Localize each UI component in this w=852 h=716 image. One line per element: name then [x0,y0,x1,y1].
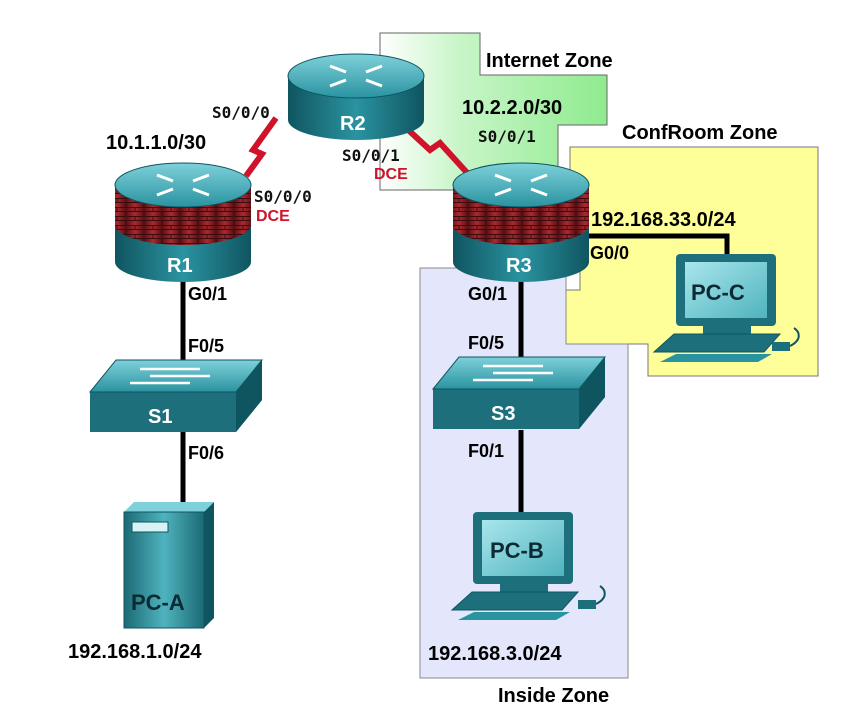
switch-s3[interactable]: S3 [431,356,607,429]
r2-s001-label: S0/0/1 [342,146,400,165]
network-lan-c-label: 192.168.33.0/24 [591,209,736,231]
serial-link-r2-r3 [401,123,473,179]
s3-f01-label: F0/1 [468,441,504,461]
s1-label: S1 [148,406,172,428]
s1-f06-label: F0/6 [188,443,224,463]
pcc-label: PC-C [691,280,745,305]
pcb-label: PC-B [490,538,544,563]
confroom-zone-label: ConfRoom Zone [622,122,778,144]
network-r1-r2-label: 10.1.1.0/30 [106,132,206,154]
router-r1[interactable]: R1 [114,162,252,282]
r1-label: R1 [167,255,193,277]
r1-g01-label: G0/1 [188,284,227,304]
r3-g00-label: G0/0 [590,243,629,263]
s3-label: S3 [491,403,515,425]
router-r3[interactable]: R3 [452,162,590,282]
ethernet-link-r3-pcc [580,233,730,256]
switch-s1[interactable]: S1 [88,359,264,432]
switch-arrows-icon [130,367,210,385]
r1-s000-label: S0/0/0 [254,187,312,206]
internet-zone-area [379,32,608,191]
r2-label: R2 [340,113,366,135]
switch-arrows-icon [473,364,553,382]
inside-zone-label: Inside Zone [498,685,609,707]
links [180,116,730,520]
pca-label: PC-A [131,590,185,615]
network-r2-r3-label: 10.2.2.0/30 [462,97,562,119]
r3-g01-label: G0/1 [468,284,507,304]
s3-f05-label: F0/5 [468,333,504,353]
r3-s001-label: S0/0/1 [478,127,536,146]
router-arrows-icon [156,173,210,197]
pc-a[interactable]: PC-A [123,502,214,629]
network-lan-b-label: 192.168.3.0/24 [428,643,562,665]
pc-c[interactable]: PC-C [652,254,800,362]
pc-b[interactable]: PC-B [450,512,606,620]
serial-link-r1-r2 [243,116,279,178]
internet-zone-label: Internet Zone [486,50,613,72]
s1-f05-label: F0/5 [188,336,224,356]
router-arrows-icon [494,173,548,197]
router-arrows-icon [329,64,383,88]
router-r2[interactable]: R2 [287,53,425,140]
r3-label: R3 [506,255,532,277]
internet-zone: Internet Zone [379,32,613,191]
r2-dce-label: DCE [374,166,408,183]
r2-s000-label: S0/0/0 [212,103,270,122]
r1-dce-label: DCE [256,208,290,225]
network-lan-a-label: 192.168.1.0/24 [68,641,202,663]
